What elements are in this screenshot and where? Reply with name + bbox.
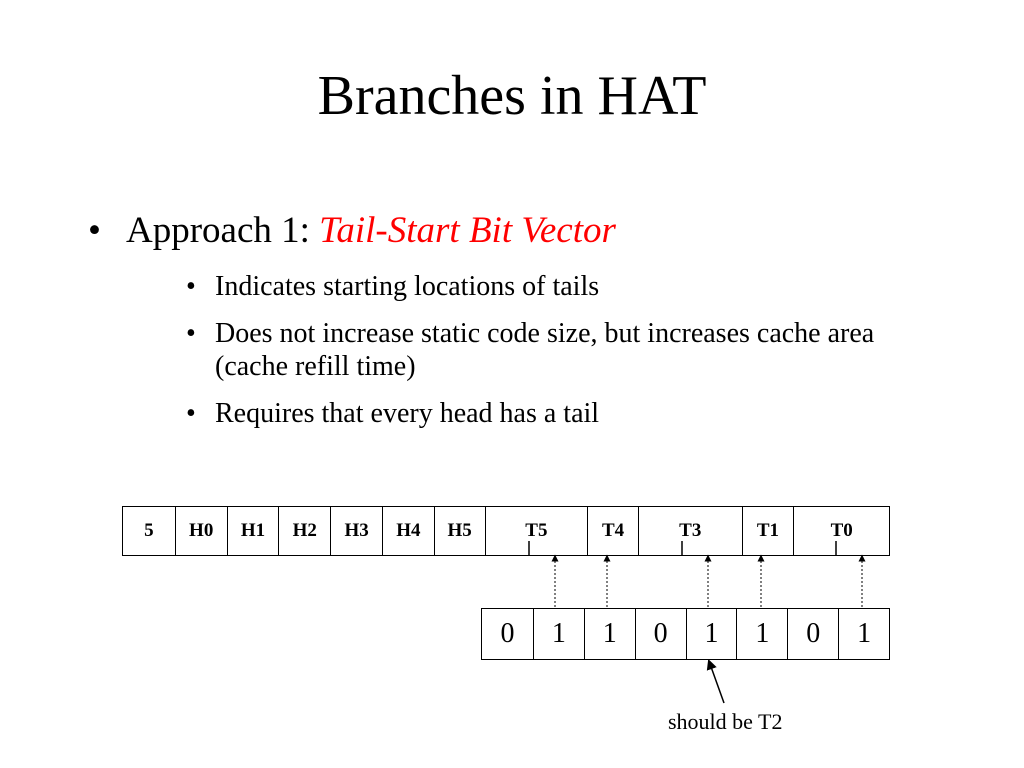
- bit-cell: 1: [583, 609, 635, 659]
- bit-cell: 0: [787, 609, 838, 659]
- sub-bullet: • Does not increase static code size, but…: [186, 317, 906, 383]
- sub-bullet-marker: •: [186, 271, 196, 302]
- memory-cell: T4: [587, 507, 638, 555]
- memory-cell: H3: [330, 507, 382, 555]
- memory-cell: T0: [793, 507, 889, 555]
- sub-bullet: • Requires that every head has a tail: [186, 397, 906, 430]
- annotation-arrow: [706, 659, 725, 704]
- memory-cell: H1: [226, 507, 279, 555]
- memory-cell: T1: [741, 507, 794, 555]
- memory-cell: T5: [484, 507, 588, 555]
- sub-bullet: • Indicates starting locations of tails: [186, 270, 906, 303]
- bit-cell: 1: [532, 609, 584, 659]
- bullet-accent-text: Tail-Start Bit Vector: [319, 210, 616, 251]
- sub-bullet-marker: •: [186, 318, 196, 349]
- bit-cell: 1: [838, 609, 889, 659]
- bit-cell: 1: [736, 609, 787, 659]
- bit-cell: 1: [685, 609, 737, 659]
- annotation-note: should be T2: [668, 709, 783, 734]
- bit-cell: 0: [500, 618, 515, 649]
- sub-bullet-text: Indicates starting locations of tails: [215, 271, 600, 302]
- memory-cell: H5: [433, 507, 485, 555]
- memory-cell: H4: [381, 507, 434, 555]
- sub-bullet-list: • Indicates starting locations of tails •…: [186, 270, 906, 444]
- bit-vector-row: 0 1 1 0 1 1 0 1: [481, 608, 890, 660]
- memory-cell: T3: [637, 507, 742, 555]
- bullet-label: Approach 1:: [126, 210, 320, 251]
- bit-cell: 0: [634, 609, 686, 659]
- main-bullet: • Approach 1: Tail-Start Bit Vector: [88, 212, 616, 249]
- slide-title: Branches in HAT: [317, 65, 707, 127]
- sub-bullet-text: Does not increase static code size, but …: [215, 318, 875, 382]
- sub-bullet-text: Requires that every head has a tail: [215, 398, 600, 429]
- sub-bullet-marker: •: [186, 398, 196, 429]
- bullet-marker: •: [88, 210, 101, 251]
- memory-cell: 5: [144, 520, 154, 541]
- memory-cell: H0: [174, 507, 227, 555]
- memory-layout-row: 5 H0 H1 H2 H3 H4 H5 T5 T4 T3 T1 T0: [122, 506, 890, 556]
- memory-cell: H2: [278, 507, 330, 555]
